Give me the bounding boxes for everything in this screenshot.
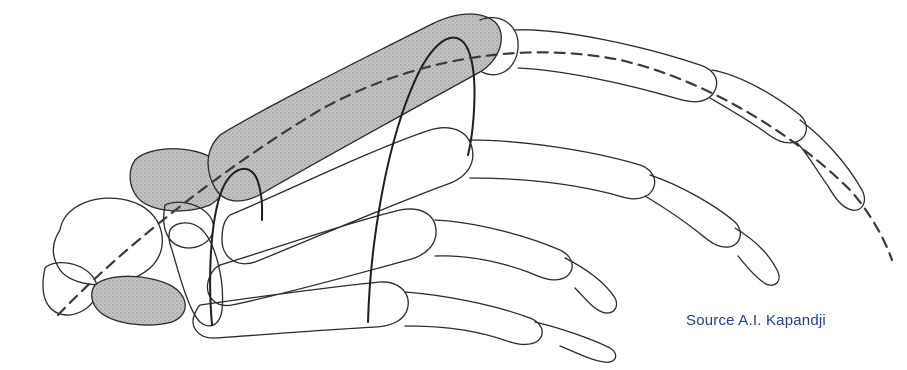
carpal-bone-large (53, 198, 162, 285)
index-metacarpal (208, 14, 518, 201)
little-metacarpal (193, 282, 408, 338)
index-proximal-phalanx (515, 30, 717, 102)
ring-proximal-phalanx (435, 220, 572, 280)
middle-proximal-phalanx (470, 140, 655, 199)
index-finger-phalanges (515, 30, 864, 210)
source-caption: Source A.I. Kapandji (686, 312, 826, 329)
ring-metacarpal (207, 209, 436, 305)
ring-finger (207, 209, 616, 313)
middle-distal-phalanx (735, 228, 779, 285)
index-middle-phalanx (710, 70, 806, 143)
carpal-bone-shaded-lower (92, 276, 186, 325)
middle-middle-phalanx (645, 175, 740, 247)
little-middle-phalanx (535, 322, 616, 362)
little-finger (193, 282, 616, 362)
carpal-bone-lower (43, 263, 97, 315)
little-proximal-phalanx (405, 292, 542, 344)
carpal-bones (43, 149, 225, 325)
index-distal-phalanx (796, 120, 864, 210)
